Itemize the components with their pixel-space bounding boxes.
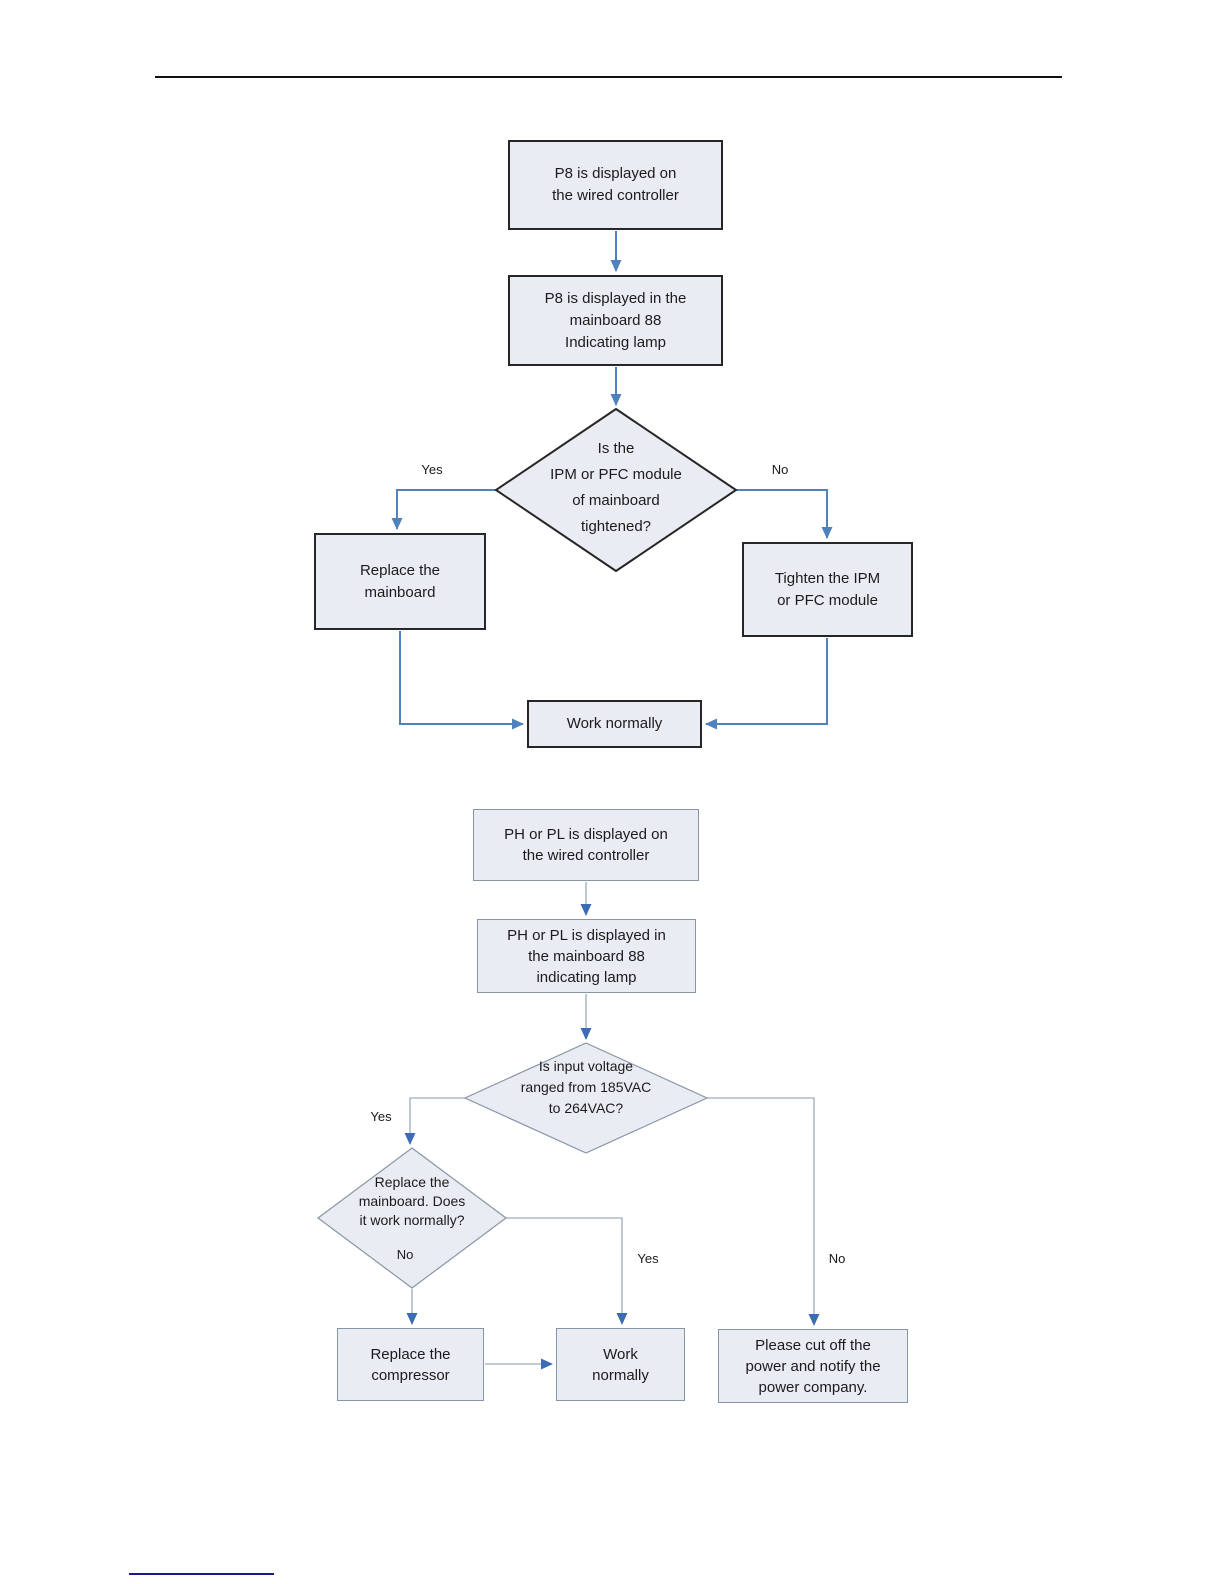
branch-label-no-1: No [771, 461, 789, 477]
decision-replace-mainboard-text: Replace the mainboard. Does it work norm… [358, 1173, 466, 1228]
branch-label-no-voltage: No [828, 1250, 846, 1266]
connector-voltage-yes-to-replace-decision [404, 1097, 465, 1145]
header-rule [155, 76, 1062, 78]
connector-replace-decision-yes-to-work-normally [506, 1217, 628, 1325]
node-cut-off-power: Please cut off the power and notify the … [718, 1329, 908, 1403]
decision-input-voltage-text: Is input voltage ranged from 185VAC to 2… [520, 1057, 652, 1116]
decision-ipm-tightened-text: Is the IPM or PFC module of mainboard ti… [550, 440, 682, 535]
node-work-normally-1: Work normally [527, 700, 702, 748]
connector-replace-mainboard-to-work-normally [399, 631, 524, 730]
node-phpl-wired-controller: PH or PL is displayed on the wired contr… [473, 809, 699, 881]
node-phpl-mainboard-lamp: PH or PL is displayed in the mainboard 8… [477, 919, 696, 993]
node-replace-mainboard: Replace the mainboard [314, 533, 486, 630]
branch-label-no-inside-decision: No [396, 1246, 414, 1262]
node-work-normally-2: Work normally [556, 1328, 685, 1401]
node-tighten-ipm-module: Tighten the IPM or PFC module [742, 542, 913, 637]
node-p8-mainboard-lamp: P8 is displayed in the mainboard 88 Indi… [508, 275, 723, 366]
footnote-rule [129, 1573, 274, 1575]
node-replace-compressor: Replace the compressor [337, 1328, 484, 1401]
connector-voltage-no-to-cut-off-power [707, 1097, 820, 1326]
node-p8-wired-controller: P8 is displayed on the wired controller [508, 140, 723, 230]
decision-replace-mainboard-shape [316, 1147, 508, 1289]
connector-decision-no-to-tighten-ipm [736, 489, 833, 539]
decision-input-voltage-shape [463, 1042, 709, 1154]
branch-label-yes-voltage: Yes [370, 1108, 392, 1124]
decision-ipm-tightened-shape [494, 407, 738, 573]
branch-label-yes-work: Yes [637, 1250, 659, 1266]
connector-decision-yes-to-replace-mainboard [391, 489, 496, 530]
branch-label-yes-1: Yes [421, 461, 443, 477]
connector-tighten-ipm-to-work-normally [705, 638, 828, 730]
